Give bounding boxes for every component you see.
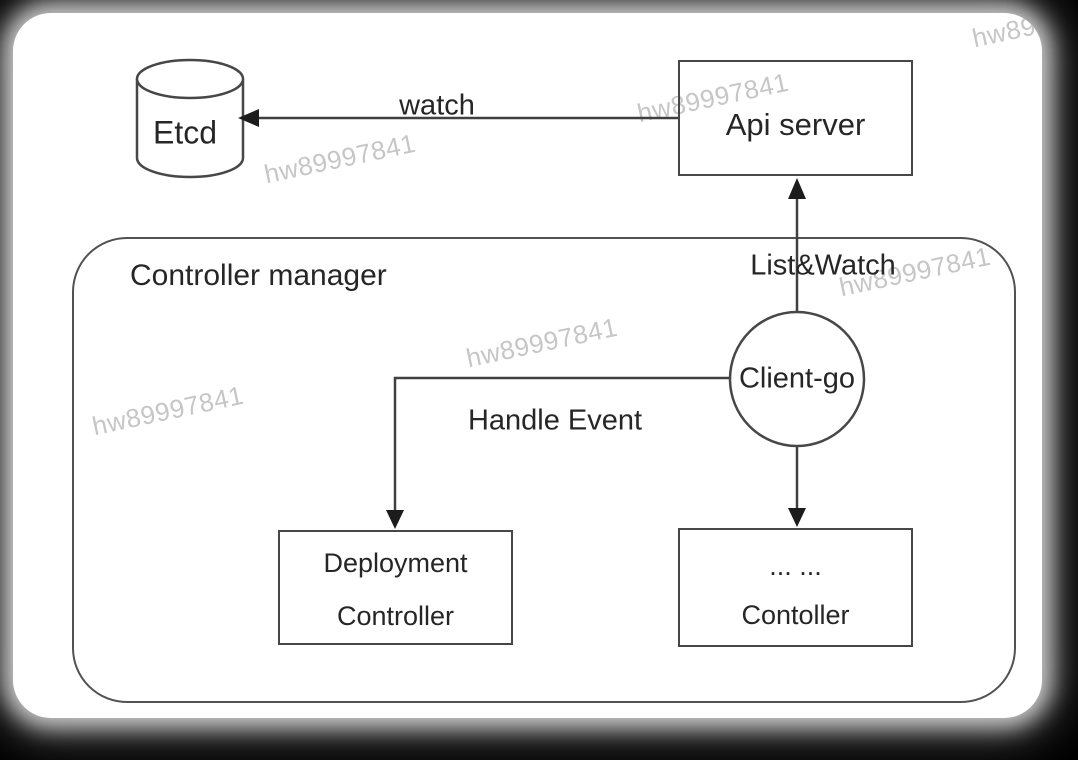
etcd-cylinder — [135, 58, 245, 179]
api-server-node: Api server — [678, 60, 913, 176]
client-go-label: Client-go — [738, 362, 856, 395]
deployment-controller-label-line2: Controller — [336, 600, 455, 631]
etcd-label: Etcd — [152, 114, 218, 151]
list-watch-arrow — [788, 178, 806, 312]
generic-controller-label-line1: ... ... — [769, 550, 822, 581]
handle-event-edge-label: Handle Event — [467, 404, 643, 437]
controller-manager-container — [72, 237, 1016, 703]
watch-arrow — [238, 109, 678, 127]
list-watch-edge-label: List&Watch — [750, 249, 896, 282]
deployment-controller-node: Deployment Controller — [278, 530, 513, 645]
watch-edge-label: watch — [399, 89, 475, 122]
generic-controller-label-line2: Contoller — [741, 599, 850, 630]
diagram-canvas: hw89997841 hw89997841 hw89997841 hw89997… — [13, 13, 1042, 718]
deployment-controller-label-line1: Deployment — [323, 547, 468, 578]
controller-manager-label: Controller manager — [130, 259, 387, 292]
diagram-shapes-layer — [135, 58, 866, 529]
client-go-circle — [728, 310, 866, 448]
client-to-controller-arrow — [788, 446, 806, 527]
handle-event-arrow — [386, 376, 730, 529]
generic-controller-node: ... ... Contoller — [678, 528, 913, 647]
api-server-label: Api server — [725, 107, 866, 142]
